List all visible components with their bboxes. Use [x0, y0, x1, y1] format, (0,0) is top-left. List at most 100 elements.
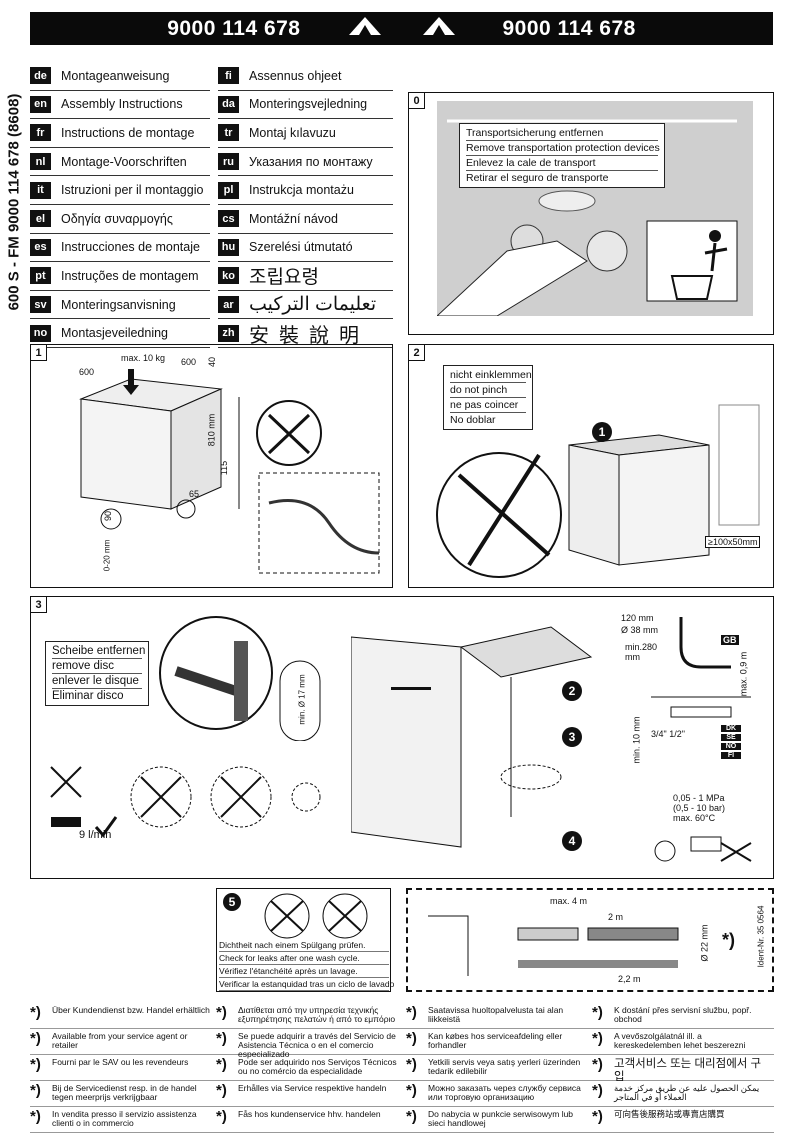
panel-5-leak-check: 5 Dichtheit nach einem Spülgang prüfen.C…	[216, 888, 394, 992]
footnote-star: *)	[592, 1030, 603, 1047]
language-code: hu	[218, 238, 239, 256]
country-code: NO	[721, 743, 741, 750]
leak-check-line: Check for leaks after one wash cycle.	[219, 952, 389, 965]
language-title: Monteringsanvisning	[61, 297, 176, 312]
label-line: No doblar	[450, 414, 496, 426]
footnote-text: Über Kundendienst bzw. Handel erhältlich	[52, 1005, 210, 1015]
language-code: fi	[218, 67, 239, 85]
footnote-star: *)	[216, 1108, 227, 1125]
footnote-row: *)In vendita presso il servizio assisten…	[30, 1107, 774, 1133]
dim-foot: 90	[103, 510, 114, 522]
footnote-star: *)	[592, 1056, 603, 1073]
dishwasher-dimension-drawing	[79, 369, 240, 530]
footnote-star: *)	[406, 1108, 417, 1125]
footnote-star: *)	[592, 1004, 603, 1021]
drain-diameter: Ø 38 mm	[621, 625, 659, 635]
label-line: nicht einklemmen	[450, 369, 532, 383]
title-bar: 9000 114 678 9000 114 678	[30, 12, 773, 45]
language-code: no	[30, 324, 51, 342]
callout-2: 2	[562, 681, 582, 701]
dim-width: 600	[79, 367, 95, 377]
footnote-star: *)	[30, 1108, 41, 1125]
language-code: nl	[30, 153, 51, 171]
footnote-cell: *)Pode ser adquirido nos Serviços Técnic…	[216, 1055, 406, 1081]
footnote-text: Fås hos kundenservice hhv. handelen	[238, 1109, 381, 1119]
language-code: zh	[218, 324, 239, 342]
leak-check-line: Dichtheit nach einem Spülgang prüfen.	[219, 939, 389, 952]
footnote-row: *)Available from your service agent or r…	[30, 1029, 774, 1059]
panel-number: 2	[408, 344, 425, 361]
side-label: 600 S - FM 9000 114 678 (8608)	[5, 93, 23, 311]
footnote-text: A vevőszolgálatnál ill. a kereskedelembe…	[614, 1031, 746, 1050]
hose-detail-drawing	[256, 400, 380, 574]
footnote-text: Do nabycia w punkcie serwisowym lub siec…	[428, 1109, 574, 1128]
callout-3: 3	[562, 727, 582, 747]
footnote-star: *)	[216, 1030, 227, 1047]
language-title: Montaj kılavuzu	[249, 125, 336, 140]
warning-triangles	[347, 15, 457, 43]
siphon-drawing	[651, 617, 751, 718]
language-title: Montage-Voorschriften	[61, 154, 187, 169]
footnote-text: Bij de Servicedienst resp. in de handel …	[52, 1083, 197, 1102]
country-code: FI	[721, 752, 741, 759]
footnote-cell: *)Yetkili servis veya satış yerleri üzer…	[406, 1055, 592, 1081]
label-line: Eliminar disco	[52, 690, 124, 702]
language-row-nl: nl Montage-Voorschriften	[30, 148, 210, 177]
label-line: Enlevez la cale de transport	[466, 156, 658, 171]
extension-hoses-drawing	[428, 915, 679, 976]
language-code: el	[30, 210, 51, 228]
footnote-text: Erhålles via Service respektive handeln	[238, 1083, 387, 1093]
dim-height: 810 mm	[206, 413, 217, 447]
footnote-cell: *)Можно заказать через службу сервиса ил…	[406, 1081, 592, 1107]
footnote-cell: *)Bij de Servicedienst resp. in de hande…	[30, 1081, 216, 1107]
country-code: SE	[721, 734, 741, 741]
panel-1-dimensions: 1 600 600 max. 10 kg 40 810 mm 115 65 90…	[30, 344, 393, 588]
ext-star: *)	[722, 930, 735, 950]
country-code: DK	[721, 725, 741, 732]
language-title: Montageanweisung	[61, 68, 170, 83]
footnote-cell: *) A vevőszolgálatnál ill. a kereskedelem…	[592, 1029, 774, 1055]
footnote-cell: *)In vendita presso il servizio assisten…	[30, 1107, 216, 1133]
footnote-cell: *)고객서비스 또는 대리점에서 구입	[592, 1055, 774, 1083]
language-title: Οδηγία συναρμογής	[61, 211, 173, 226]
footnote-cell: *)Διατίθεται από την υπηρεσία τεχνικής ε…	[216, 1003, 406, 1029]
language-title: تعليمات التركيب	[249, 294, 377, 316]
language-code: da	[218, 95, 239, 113]
language-title: Montasjeveiledning	[61, 326, 169, 341]
language-code: de	[30, 67, 51, 85]
footnote-text: Fourni par le SAV ou les revendeurs	[52, 1057, 189, 1067]
ext-hose-length: 2 m	[608, 912, 624, 922]
footnote-row: *) Fourni par le SAV ou les revendeurs *)P…	[30, 1055, 774, 1083]
leak-check-line: Vérifiez l'étanchéité après un lavage.	[219, 965, 389, 978]
part-number-right: 9000 114 678	[502, 16, 636, 40]
language-code: en	[30, 95, 51, 113]
leak-check-text: Dichtheit nach einem Spülgang prüfen.Che…	[219, 939, 394, 991]
panel-number: 0	[408, 92, 425, 109]
language-title: Instructions de montage	[61, 125, 195, 140]
label-line: do not pinch	[450, 383, 526, 398]
footnote-star: *)	[30, 1004, 41, 1021]
placement-drawing	[436, 404, 760, 578]
inlet-pressure: 0,05 - 1 MPa(0,5 - 10 bar)max. 60°C	[673, 793, 725, 823]
ident-number: Ident-Nr. 35 0564	[756, 905, 766, 968]
pressure-line: 0,05 - 1 MPa	[673, 793, 725, 803]
label-line: ne pas coincer	[450, 398, 526, 413]
inlet-thread: 3/4" 1/2"	[651, 729, 685, 739]
ext-inlet-length: 2,2 m	[618, 974, 641, 984]
label-line: Retirar el seguro de transporte	[466, 172, 609, 184]
country-code-gb: GB	[721, 635, 739, 645]
